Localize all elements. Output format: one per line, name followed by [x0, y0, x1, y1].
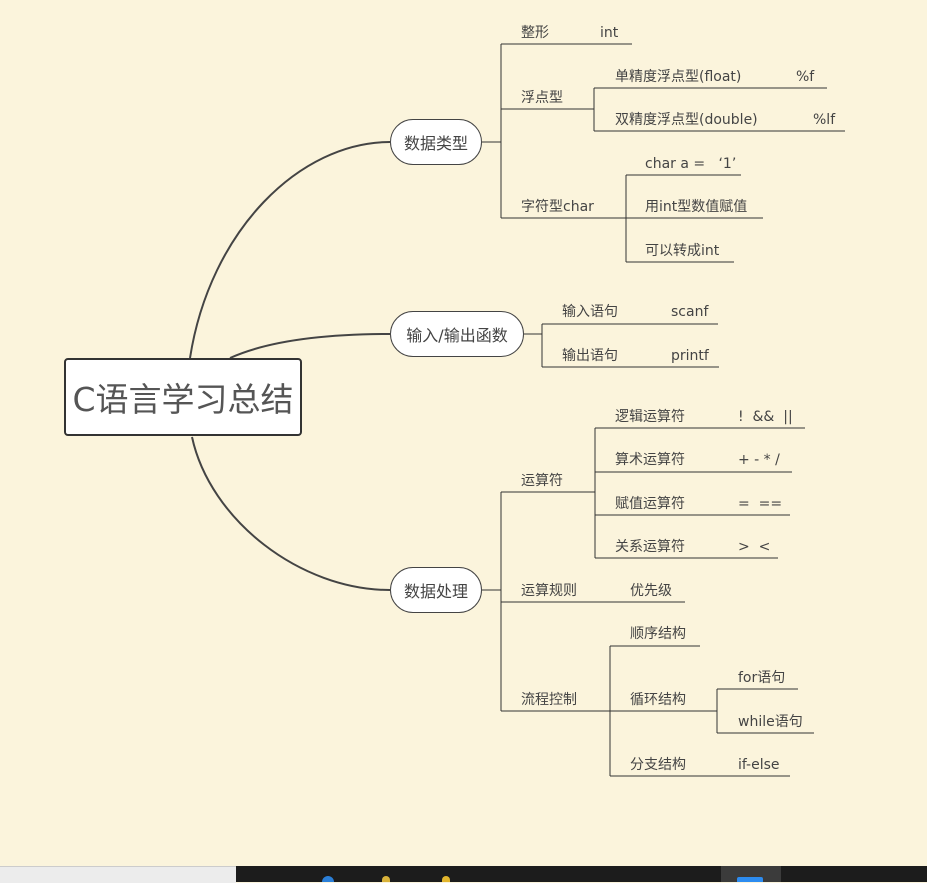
- subtopic-float-single[interactable]: 单精度浮点型(float): [615, 69, 742, 85]
- subtopic-output-fn[interactable]: printf: [671, 348, 709, 364]
- subtopic-input-fn[interactable]: scanf: [671, 304, 709, 320]
- taskbar: [236, 866, 927, 882]
- subtopic-arith-ops[interactable]: 算术运算符: [615, 452, 685, 468]
- root-topic[interactable]: C语言学习总结: [64, 358, 302, 436]
- types-connectors: [482, 43, 845, 263]
- subtopic-float-single-fmt[interactable]: %f: [796, 69, 815, 85]
- subtopic-logic-ops-sym[interactable]: ! && ||: [738, 409, 793, 425]
- subtopic-assign-ops[interactable]: 赋值运算符: [615, 496, 685, 512]
- subtopic-input[interactable]: 输入语句: [562, 304, 618, 320]
- status-strip: [0, 866, 236, 883]
- subtopic-branch-value[interactable]: if-else: [738, 757, 780, 773]
- subtopic-loop[interactable]: 循环结构: [630, 692, 686, 708]
- subtopic-int-value[interactable]: int: [600, 25, 619, 41]
- connector-root-proc: [191, 436, 391, 591]
- subtopic-rel-ops[interactable]: 关系运算符: [615, 539, 685, 555]
- mindmap-app-icon: [737, 877, 763, 882]
- subtopic-rel-ops-sym[interactable]: > <: [738, 539, 771, 555]
- proc-connectors: [482, 427, 814, 777]
- connector-root-types: [189, 141, 391, 359]
- subtopic-assign-ops-sym[interactable]: = ==: [738, 496, 783, 512]
- subtopic-sequence[interactable]: 顺序结构: [630, 626, 686, 642]
- subtopic-float-double[interactable]: 双精度浮点型(double): [615, 112, 758, 128]
- subtopic-char-item-3[interactable]: 可以转成int: [645, 243, 720, 259]
- subtopic-output[interactable]: 输出语句: [562, 348, 618, 364]
- subtopic-float-double-fmt[interactable]: %lf: [813, 112, 836, 128]
- subtopic-loop-while[interactable]: while语句: [738, 714, 803, 730]
- connector-root-io: [229, 333, 391, 359]
- subtopic-float-type[interactable]: 浮点型: [521, 90, 563, 106]
- topic-io-functions[interactable]: 输入/输出函数: [390, 311, 524, 357]
- subtopic-loop-for[interactable]: for语句: [738, 670, 786, 686]
- subtopic-flow-control[interactable]: 流程控制: [521, 692, 577, 708]
- folder-icon[interactable]: [382, 876, 390, 882]
- subtopic-char-type[interactable]: 字符型char: [521, 199, 594, 215]
- topic-data-types[interactable]: 数据类型: [390, 119, 482, 165]
- subtopic-operators[interactable]: 运算符: [521, 473, 563, 489]
- io-connectors: [524, 323, 719, 368]
- subtopic-arith-ops-sym[interactable]: + - * /: [738, 452, 780, 468]
- subtopic-branch[interactable]: 分支结构: [630, 757, 686, 773]
- subtopic-char-item-2[interactable]: 用int型数值赋值: [645, 199, 748, 215]
- subtopic-int-type[interactable]: 整形: [521, 25, 549, 41]
- app-icon[interactable]: [442, 876, 450, 882]
- subtopic-logic-ops[interactable]: 逻辑运算符: [615, 409, 685, 425]
- subtopic-char-item-1[interactable]: char a = ‘1’: [645, 156, 737, 172]
- subtopic-rules[interactable]: 运算规则: [521, 583, 577, 599]
- active-app-button[interactable]: [721, 866, 781, 882]
- subtopic-rules-value[interactable]: 优先级: [630, 583, 672, 599]
- edge-icon[interactable]: [322, 876, 334, 882]
- topic-data-processing[interactable]: 数据处理: [390, 567, 482, 613]
